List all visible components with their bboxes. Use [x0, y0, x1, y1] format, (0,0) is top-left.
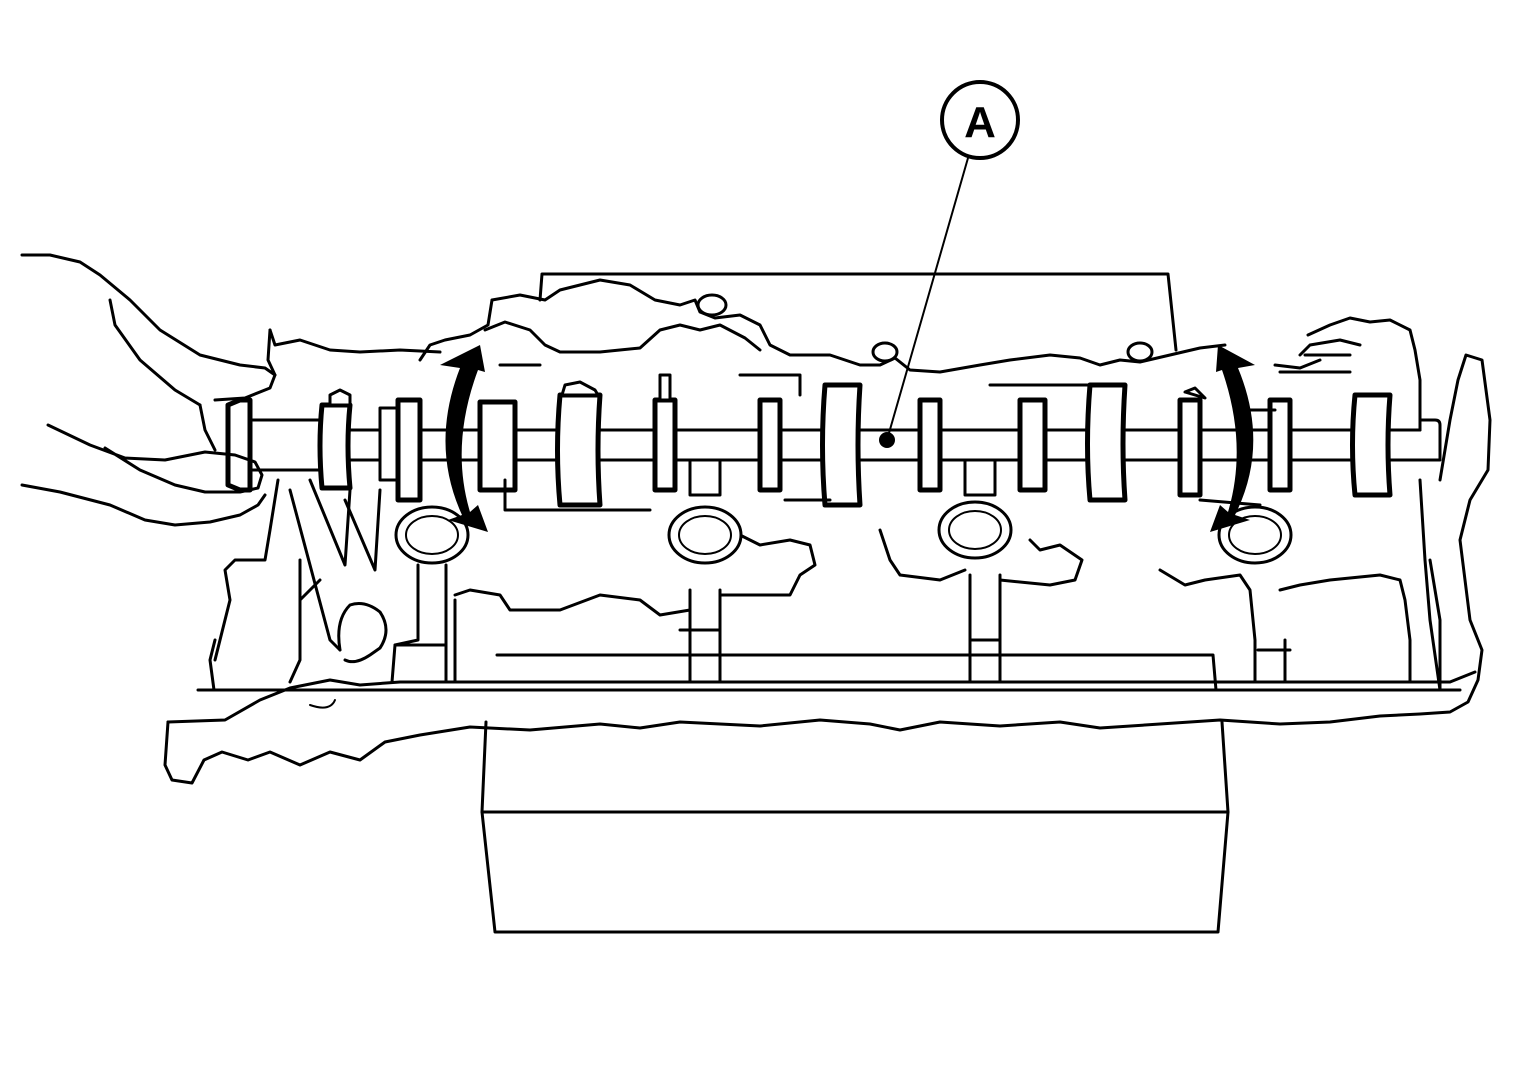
- head-casting: [266, 278, 1422, 422]
- head-contours: [288, 528, 1412, 684]
- left-rotation-arrow: [440, 345, 488, 532]
- engine-block-base: [480, 653, 1230, 934]
- camshaft: [225, 373, 1442, 512]
- lifter-details: [288, 478, 388, 664]
- callout-a-circle: [940, 80, 1020, 160]
- callout-a-target-dot: [879, 432, 895, 448]
- plug-wells: [394, 500, 1293, 565]
- callout-a-label: A: [964, 98, 996, 147]
- right-rotation-arrow: [1210, 345, 1255, 532]
- rotation-arrows: [440, 345, 1255, 532]
- cylinder-head: [163, 353, 1492, 785]
- callout-a: A: [879, 80, 1020, 448]
- cover-housing: [538, 272, 1178, 352]
- hand: [20, 253, 277, 527]
